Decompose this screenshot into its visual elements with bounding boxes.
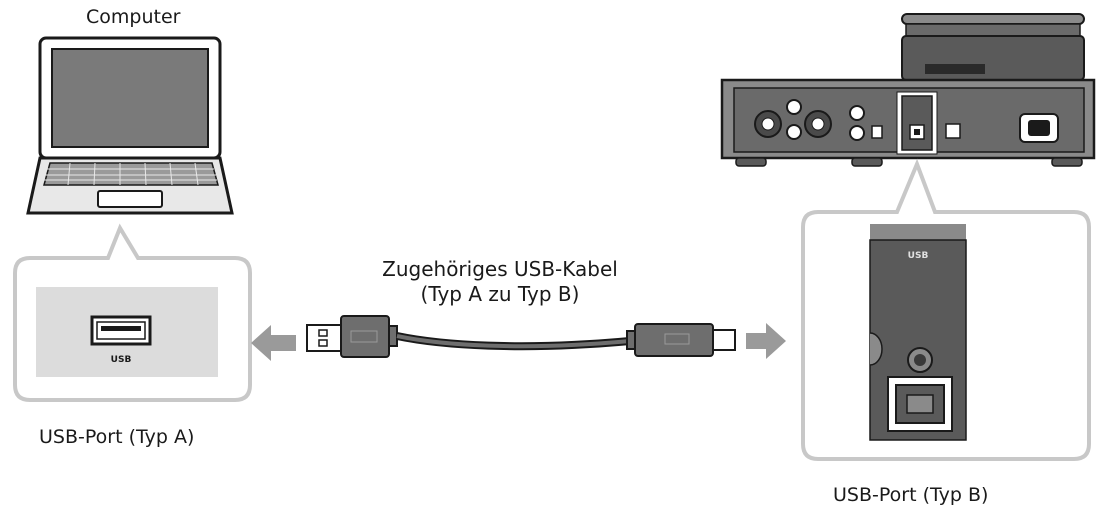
device-rear-icon (720, 13, 1096, 167)
port-a-label: USB-Port (Typ A) (39, 426, 195, 448)
laptop-port-text: USB (111, 355, 132, 365)
callout-usb-type-a: USB (13, 223, 252, 402)
arrow-left-icon (251, 325, 296, 361)
panel-top-strip (870, 224, 966, 240)
cable-label: Zugehöriges USB-Kabel (Typ A zu Typ B) (370, 257, 630, 307)
device-port-text: USB (908, 251, 929, 261)
cable-label-line1: Zugehöriges USB-Kabel (382, 257, 618, 281)
arrow-right-icon (746, 323, 786, 359)
laptop-icon (26, 36, 234, 215)
port-b-label: USB-Port (Typ B) (833, 484, 989, 506)
callout-usb-type-b: USB (801, 158, 1091, 461)
computer-label: Computer (86, 6, 181, 28)
cable-label-line2: (Typ A zu Typ B) (420, 282, 580, 306)
usb-cable-icon (306, 315, 736, 358)
